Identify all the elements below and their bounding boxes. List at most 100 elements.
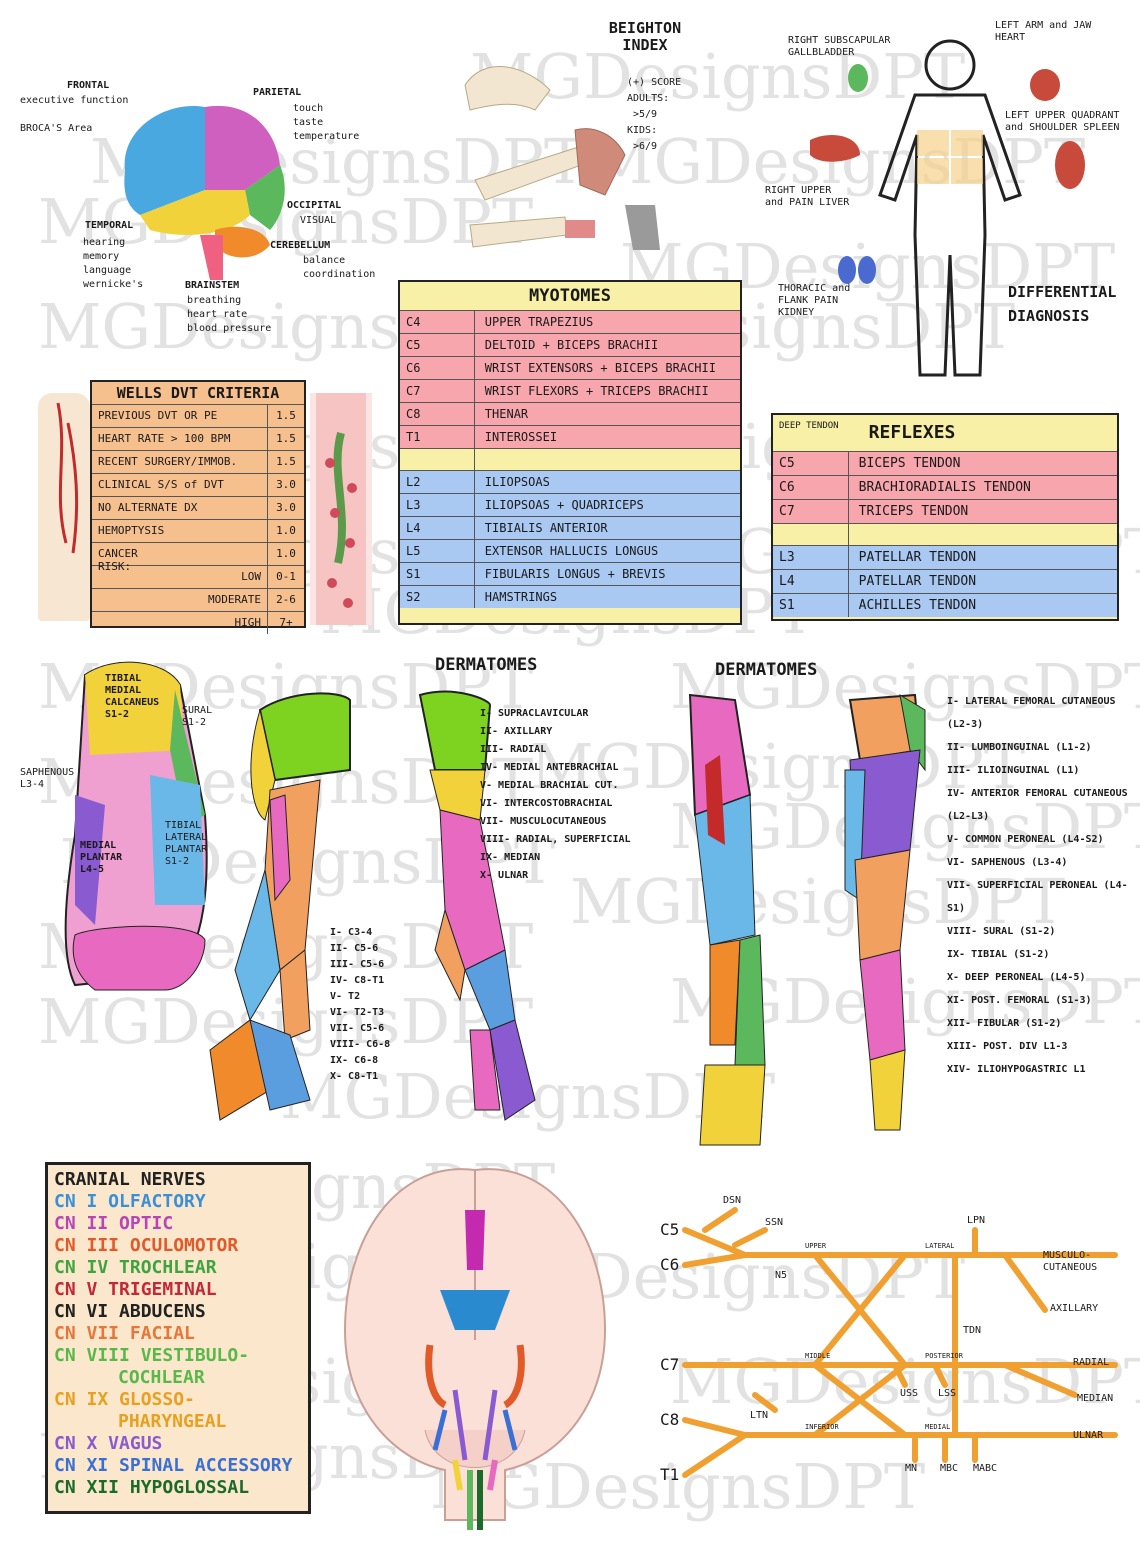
row-value: HAMSTRINGS bbox=[484, 590, 558, 604]
list-item: IX- TIBIAL (S1-2) bbox=[947, 949, 1050, 960]
row-level: C5 bbox=[400, 334, 475, 356]
myotomes-spacer-row bbox=[400, 448, 740, 470]
wells-score: 0-1 bbox=[276, 570, 296, 583]
branch-mabc: MABC bbox=[973, 1463, 998, 1474]
list-item: II- LUMBOINGUINAL (L1-2) bbox=[947, 742, 1092, 753]
row-level: L3 bbox=[400, 494, 475, 516]
cranial-title: CRANIAL NERVES bbox=[54, 1169, 206, 1190]
root-c6: C6 bbox=[660, 1255, 680, 1274]
foot-label-tibial-medial: TIBIAL MEDIAL CALCANEUS S1-2 bbox=[105, 673, 160, 720]
list-item: VI- T2-T3 bbox=[330, 1007, 385, 1018]
cranial-nerve-item: CN VII FACIAL bbox=[54, 1323, 195, 1344]
row-level: L5 bbox=[400, 540, 475, 562]
cranial-nerve-item: CN IX GLOSSO- bbox=[54, 1389, 195, 1410]
vein-clot-illustration bbox=[310, 393, 372, 625]
wells-score: 3.0 bbox=[276, 501, 296, 514]
list-item: IX- MEDIAN bbox=[480, 852, 541, 863]
cerebellum-note: coordination bbox=[303, 269, 376, 280]
row-level: L3 bbox=[773, 546, 849, 569]
reflexes-subtitle: DEEP TENDON bbox=[779, 421, 839, 431]
list-item: III- ILIOINGUINAL (L1) bbox=[947, 765, 1080, 776]
beighton-line: (+) SCORE bbox=[627, 77, 682, 88]
vein-lines bbox=[56, 402, 79, 554]
brachial-plexus-diagram bbox=[682, 1207, 1118, 1478]
cranial-nerve-item: CN II OPTIC bbox=[54, 1213, 174, 1234]
wells-risk-label: RISK: bbox=[98, 560, 132, 573]
row-level: S1 bbox=[400, 563, 475, 585]
list-item: VI- SAPHENOUS (L3-4) bbox=[947, 857, 1068, 868]
list-item: V- T2 bbox=[330, 991, 361, 1002]
wells-criterion: CANCER bbox=[92, 543, 268, 565]
branch-lss: LSS bbox=[938, 1388, 957, 1399]
root-t1: T1 bbox=[660, 1465, 680, 1484]
occipital-note: VISUAL bbox=[300, 215, 337, 226]
cerebellum-label: CEREBELLUM bbox=[270, 240, 331, 251]
beighton-panel: BEIGHTON INDEX (+) SCORE ADULTS: >5/9 KI… bbox=[455, 15, 695, 265]
list-item: VIII- C6-8 bbox=[330, 1039, 391, 1050]
beighton-title: BEIGHTON INDEX bbox=[608, 19, 682, 54]
trunk-middle: MIDDLE bbox=[805, 1352, 831, 1360]
table-row: S1 FIBULARIS LONGUS + BREVIS bbox=[400, 562, 740, 585]
branch-uss: USS bbox=[900, 1388, 919, 1399]
foot-label-sural: SURAL S1-2 bbox=[182, 705, 213, 728]
list-item: VII- MUSCULOCUTANEOUS bbox=[480, 816, 607, 827]
parietal-label: PARIETAL bbox=[253, 87, 302, 98]
row-value: BICEPS TENDON bbox=[858, 456, 961, 471]
leg-illustration bbox=[38, 393, 90, 621]
root-c5: C5 bbox=[660, 1220, 680, 1239]
list-item: VIII- RADIAL, SUPERFICIAL bbox=[480, 834, 631, 845]
row-value: UPPER TRAPEZIUS bbox=[484, 315, 594, 329]
wells-row: RECENT SURGERY/IMMOB.1.5 bbox=[92, 450, 304, 473]
cranial-nerve-item: CN XII HYPOGLOSSAL bbox=[54, 1477, 250, 1498]
root-c8: C8 bbox=[660, 1410, 680, 1429]
row-value: FIBULARIS LONGUS + BREVIS bbox=[484, 567, 666, 581]
heart-label: LEFT ARM and JAW HEART bbox=[995, 20, 1092, 43]
trunk-inferior: INFERIOR bbox=[805, 1423, 839, 1431]
list-item: III- RADIAL bbox=[480, 744, 547, 755]
list-item: I- C3-4 bbox=[330, 927, 373, 938]
wells-criterion: NO ALTERNATE DX bbox=[92, 497, 268, 519]
cranial-nerve-item: CN X VAGUS bbox=[54, 1433, 163, 1454]
cord-lateral: LATERAL bbox=[925, 1242, 955, 1250]
brainstem-note: heart rate bbox=[187, 309, 248, 320]
row-value: EXTENSOR HALLUCIS LONGUS bbox=[484, 544, 659, 558]
cranial-nerve-item: COCHLEAR bbox=[118, 1367, 205, 1388]
frontal-note: executive function bbox=[20, 95, 129, 106]
row-value: ILIOPSOAS bbox=[484, 475, 550, 489]
row-value: ACHILLES TENDON bbox=[858, 598, 977, 613]
list-item: IV- ANTERIOR FEMORAL CUTANEOUS (L2-L3) bbox=[947, 788, 1128, 822]
list-item: XII- FIBULAR (S1-2) bbox=[947, 1018, 1062, 1029]
terminal-axillary: AXILLARY bbox=[1050, 1303, 1099, 1314]
wells-criterion: PREVIOUS DVT OR PE bbox=[92, 405, 268, 427]
wells-row: NO ALTERNATE DX 3.0 bbox=[92, 496, 304, 519]
foot-sole-panel: TIBIAL MEDIAL CALCANEUS S1-2 SAPHENOUS L… bbox=[20, 655, 220, 995]
cranial-nerve-item: CN VI ABDUCENS bbox=[54, 1301, 206, 1322]
row-level: C6 bbox=[773, 476, 849, 499]
row-value: ILIOPSOAS + QUADRICEPS bbox=[484, 498, 644, 512]
wells-score: 1.0 bbox=[276, 547, 296, 560]
brainstem-note: breathing bbox=[187, 295, 242, 306]
wells-score: 2-6 bbox=[276, 593, 296, 606]
list-item: X- ULNAR bbox=[480, 870, 529, 881]
list-item: III- C5-6 bbox=[330, 959, 385, 970]
list-item: VI- INTERCOSTOBRACHIAL bbox=[480, 798, 613, 809]
row-value: PATELLAR TENDON bbox=[858, 574, 977, 589]
foot-label-lateral-plantar: TIBIAL LATERAL PLANTAR S1-2 bbox=[165, 820, 208, 867]
branch-lpn: LPN bbox=[967, 1215, 986, 1226]
